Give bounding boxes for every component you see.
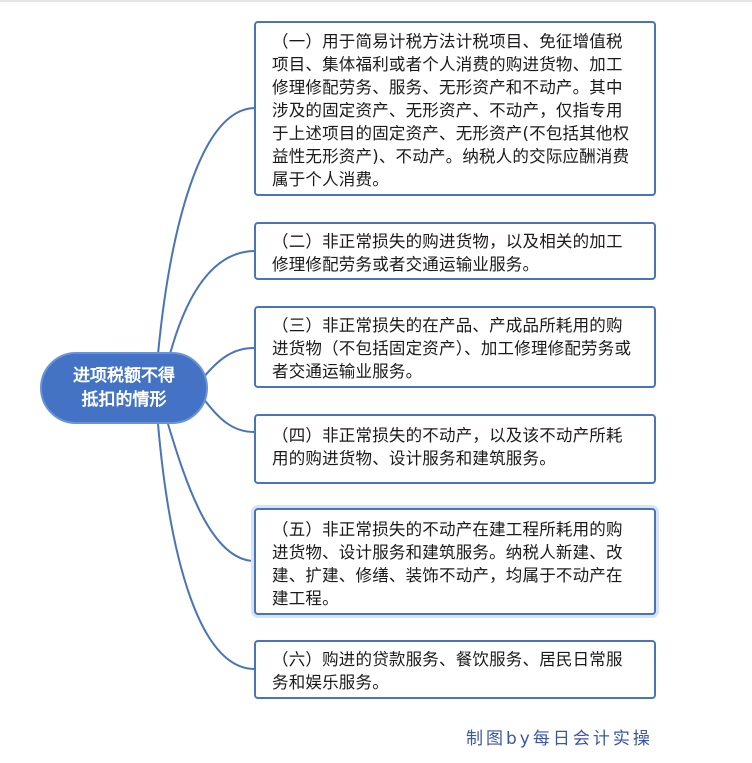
connector-5 xyxy=(167,423,255,562)
connector-3 xyxy=(202,347,255,379)
connector-2 xyxy=(169,250,255,355)
branch-node-text: （五）非正常损失的不动产在建工程所耗用的购进货物、设计服务和建筑服务。纳税人新建… xyxy=(272,520,623,608)
root-label-line1: 进项税额不得 xyxy=(73,366,175,386)
connector-6 xyxy=(157,423,255,670)
branch-node-4[interactable]: （四）非正常损失的不动产，以及该不动产所耗用的购进货物、设计服务和建筑服务。 xyxy=(254,414,656,484)
branch-node-6[interactable]: （六）购进的贷款服务、餐饮服务、居民日常服务和娱乐服务。 xyxy=(254,640,656,699)
branch-node-2[interactable]: （二）非正常损失的购进货物，以及相关的加工修理修配劳务或者交通运输业服务。 xyxy=(254,222,656,280)
branch-node-text: （二）非正常损失的购进货物，以及相关的加工修理修配劳务或者交通运输业服务。 xyxy=(272,232,623,274)
credit-watermark: 制图by每日会计实操 xyxy=(466,729,653,749)
branch-node-text: （一）用于简易计税方法计税项目、免征增值税项目、集体福利或者个人消费的购进货物、… xyxy=(272,32,630,189)
root-node[interactable]: 进项税额不得 抵扣的情形 xyxy=(40,352,208,424)
root-label-line2: 抵扣的情形 xyxy=(81,390,167,410)
branch-node-1[interactable]: （一）用于简易计税方法计税项目、免征增值税项目、集体福利或者个人消费的购进货物、… xyxy=(254,21,656,196)
branch-node-3[interactable]: （三）非正常损失的在产品、产成品所耗用的购进货物（不包括固定资产）、加工修理修配… xyxy=(254,306,656,388)
top-divider xyxy=(0,0,752,2)
branch-node-5[interactable]: （五）非正常损失的不动产在建工程所耗用的购进货物、设计服务和建筑服务。纳税人新建… xyxy=(254,508,656,615)
connector-1 xyxy=(157,107,255,355)
connector-4 xyxy=(202,397,255,433)
branch-node-text: （三）非正常损失的在产品、产成品所耗用的购进货物（不包括固定资产）、加工修理修配… xyxy=(272,316,632,381)
branch-node-text: （六）购进的贷款服务、餐饮服务、居民日常服务和娱乐服务。 xyxy=(272,650,623,692)
branch-node-text: （四）非正常损失的不动产，以及该不动产所耗用的购进货物、设计服务和建筑服务。 xyxy=(272,426,623,468)
